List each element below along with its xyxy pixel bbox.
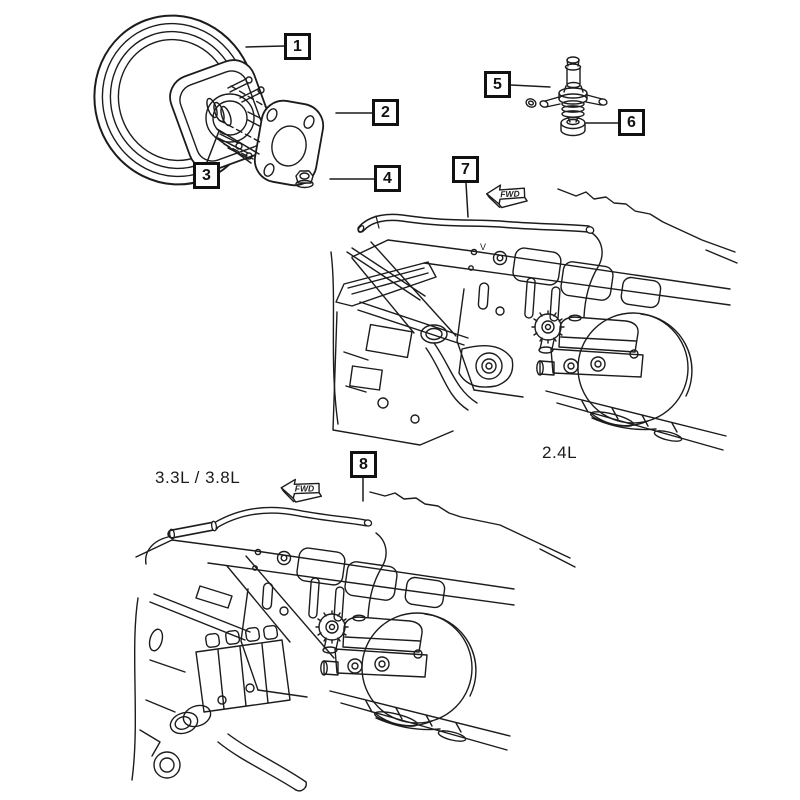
check-valve-drawing (525, 56, 608, 123)
engine-24l-drawing: V FWD (330, 181, 738, 451)
callout-leader-lines (206, 45, 619, 502)
callout-8[interactable]: 8 (350, 451, 377, 478)
cowl-v-mark: V (480, 242, 486, 252)
callout-6[interactable]: 6 (618, 109, 645, 136)
mounting-nut-drawing (295, 170, 314, 189)
engine-33l-38l-drawing: FWD (131, 475, 576, 792)
callout-5[interactable]: 5 (484, 71, 511, 98)
callout-7[interactable]: 7 (452, 156, 479, 183)
fwd-arrow-icon: FWD (278, 475, 325, 508)
vacuum-hose-33l-38l (145, 506, 373, 565)
callout-2[interactable]: 2 (372, 99, 399, 126)
callout-1[interactable]: 1 (284, 33, 311, 60)
fwd-arrow-label: FWD (500, 189, 520, 200)
brake-booster-drawing (93, 14, 302, 186)
callout-4[interactable]: 4 (374, 165, 401, 192)
valve-grommet-drawing (560, 116, 586, 137)
callout-3[interactable]: 3 (193, 162, 220, 189)
fwd-arrow-label: FWD (295, 484, 314, 494)
vacuum-hose-24l (357, 213, 595, 234)
engine-label-3-3l-3-8l: 3.3L / 3.8L (155, 468, 241, 487)
fwd-arrow-icon: FWD (484, 181, 530, 213)
engine-label-2-4l: 2.4L (542, 443, 578, 462)
booster-gasket-drawing (253, 99, 325, 187)
